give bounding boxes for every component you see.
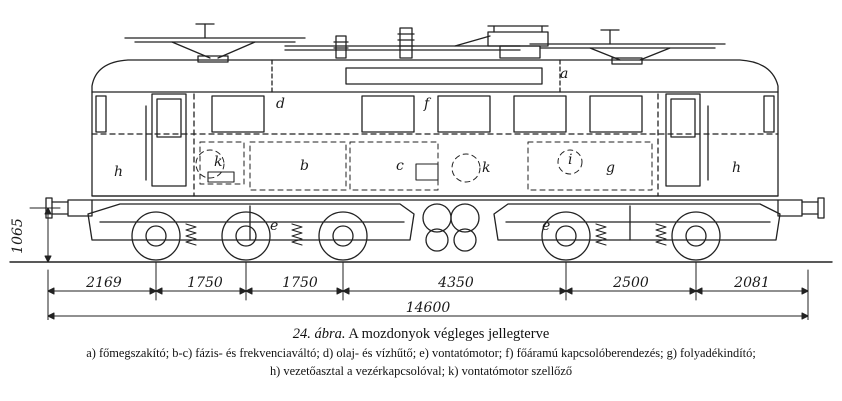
underframe-tanks bbox=[422, 203, 480, 252]
part-label-d: d bbox=[276, 96, 285, 112]
bogie-right bbox=[493, 203, 781, 241]
figure-title: A mozdonyok végleges jellegterve bbox=[348, 326, 550, 342]
interior-equipment bbox=[195, 141, 653, 191]
part-label-a: a bbox=[560, 66, 568, 82]
fan-housing bbox=[207, 171, 235, 183]
bogie-left bbox=[87, 203, 415, 241]
total-length-label: 14600 bbox=[406, 300, 451, 316]
part-label-f: f bbox=[423, 96, 432, 112]
span-label: 2500 bbox=[612, 275, 649, 291]
part-label-h: h bbox=[732, 160, 741, 176]
part-label-k: k bbox=[214, 154, 222, 170]
converter-box bbox=[415, 163, 439, 181]
part-label-e: e bbox=[542, 218, 550, 234]
legend-line: h) vezetőasztal a vezérkapcsolóval; k) v… bbox=[269, 364, 573, 378]
span-label: 1750 bbox=[187, 275, 223, 291]
part-label-i: i bbox=[568, 152, 572, 168]
side-louvres bbox=[211, 95, 643, 133]
springs bbox=[185, 223, 667, 246]
locomotive-side-elevation: 1065 2169 1750 1750 4350 2500 2081 14600… bbox=[9, 23, 833, 321]
part-label-e: e bbox=[270, 218, 278, 234]
part-label-h: h bbox=[114, 164, 123, 180]
dimension-chain bbox=[47, 261, 809, 321]
pantograph-right bbox=[529, 29, 726, 65]
height-dimension-label: 1065 bbox=[10, 218, 26, 254]
part-label-k: k bbox=[482, 160, 490, 176]
wheelsets bbox=[131, 211, 721, 261]
part-label-c: c bbox=[396, 158, 404, 174]
span-label: 2169 bbox=[85, 275, 122, 291]
legend-line: a) főmegszakító; b-c) fázis- és frekvenc… bbox=[86, 346, 756, 360]
part-label-b: b bbox=[300, 158, 309, 174]
span-label: 2081 bbox=[733, 275, 770, 291]
span-label: 1750 bbox=[282, 275, 318, 291]
part-label-g: g bbox=[606, 160, 615, 176]
height-dimension bbox=[29, 207, 61, 263]
car-body bbox=[91, 59, 779, 201]
pantograph-left bbox=[124, 23, 306, 63]
figure-caption: 24. ábra. A mozdonyok végleges jellegter… bbox=[0, 326, 842, 343]
span-label: 4350 bbox=[437, 275, 474, 291]
roof-equipment bbox=[284, 25, 549, 59]
figure-number: 24. ábra. bbox=[292, 326, 346, 342]
